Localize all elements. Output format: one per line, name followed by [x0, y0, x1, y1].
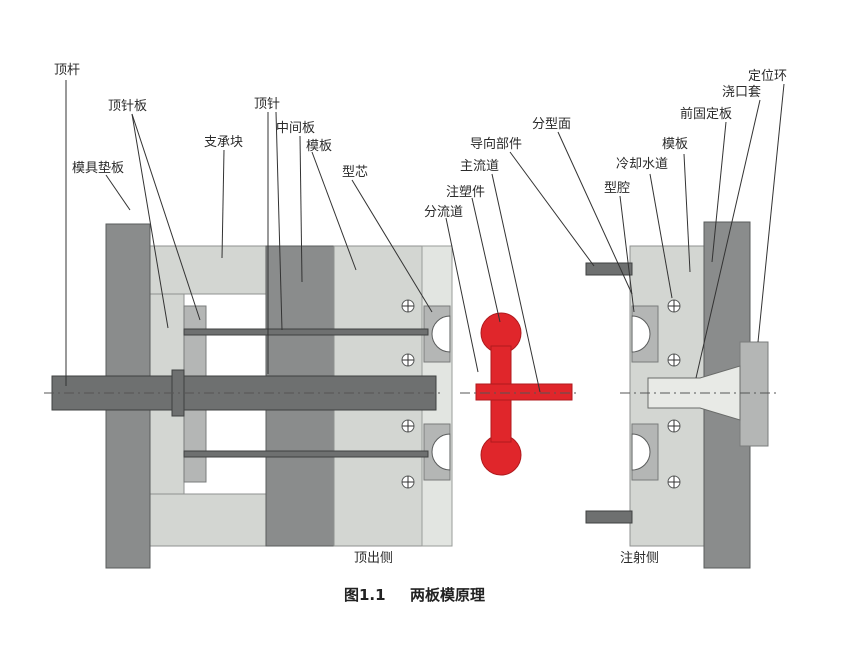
core-cavity-top: [431, 315, 451, 353]
part-runner-horizontal: [475, 383, 573, 401]
label-intermediate-plate: 中间板: [276, 121, 315, 136]
label-mold-base-pad: 模具垫板: [72, 160, 124, 176]
label-molded-part: 注塑件: [446, 185, 485, 200]
label-ejection-side: 顶出侧: [354, 551, 393, 566]
labels: 顶杆 顶针板 模具垫板 支承块 顶针 中间板 模板 型芯 分流道 注塑件 主流道…: [54, 63, 787, 566]
support-block-top: [147, 245, 269, 295]
label-ejector-plate: 顶针板: [108, 99, 147, 114]
locating-ring: [739, 341, 769, 447]
cavity-top: [631, 315, 651, 353]
label-runner: 分流道: [424, 205, 463, 220]
caption-figure-number: 图1.1: [344, 586, 386, 604]
label-core: 型芯: [342, 165, 368, 180]
label-parting-surface: 分型面: [532, 117, 571, 132]
cooling-holes-left: [401, 299, 415, 489]
label-cooling-channel: 冷却水道: [616, 157, 668, 172]
caption-title: 两板模原理: [410, 586, 485, 604]
guide-pin-top: [585, 262, 633, 276]
label-sprue: 主流道: [460, 159, 499, 174]
label-front-fixed-plate: 前固定板: [680, 106, 732, 122]
ejector-pin-bottom: [183, 450, 429, 458]
molded-part: [460, 312, 580, 476]
label-template-right: 模板: [662, 137, 688, 152]
support-block-bottom: [147, 493, 269, 547]
cooling-holes-right: [667, 299, 681, 489]
ejection-side-assembly: [44, 223, 453, 569]
label-ejector-rod: 顶杆: [54, 63, 80, 78]
label-locating-ring: 定位环: [748, 69, 787, 84]
label-cavity: 型腔: [604, 181, 630, 196]
injection-side-assembly: [585, 221, 780, 569]
label-support-block: 支承块: [204, 135, 243, 150]
label-sprue-bushing: 浇口套: [722, 84, 761, 100]
label-injection-side: 注射侧: [620, 550, 659, 566]
ejector-pin-top: [183, 328, 429, 336]
core-cavity-bottom: [431, 433, 451, 471]
guide-pin-bottom: [585, 510, 633, 524]
label-guide-part: 导向部件: [470, 136, 522, 152]
label-template-left: 模板: [306, 139, 332, 154]
leader-lines: [65, 80, 785, 393]
label-ejector-pin: 顶针: [254, 97, 280, 112]
figure-caption: 图1.1 两板模原理: [344, 586, 485, 604]
cavity-bottom: [631, 433, 651, 471]
